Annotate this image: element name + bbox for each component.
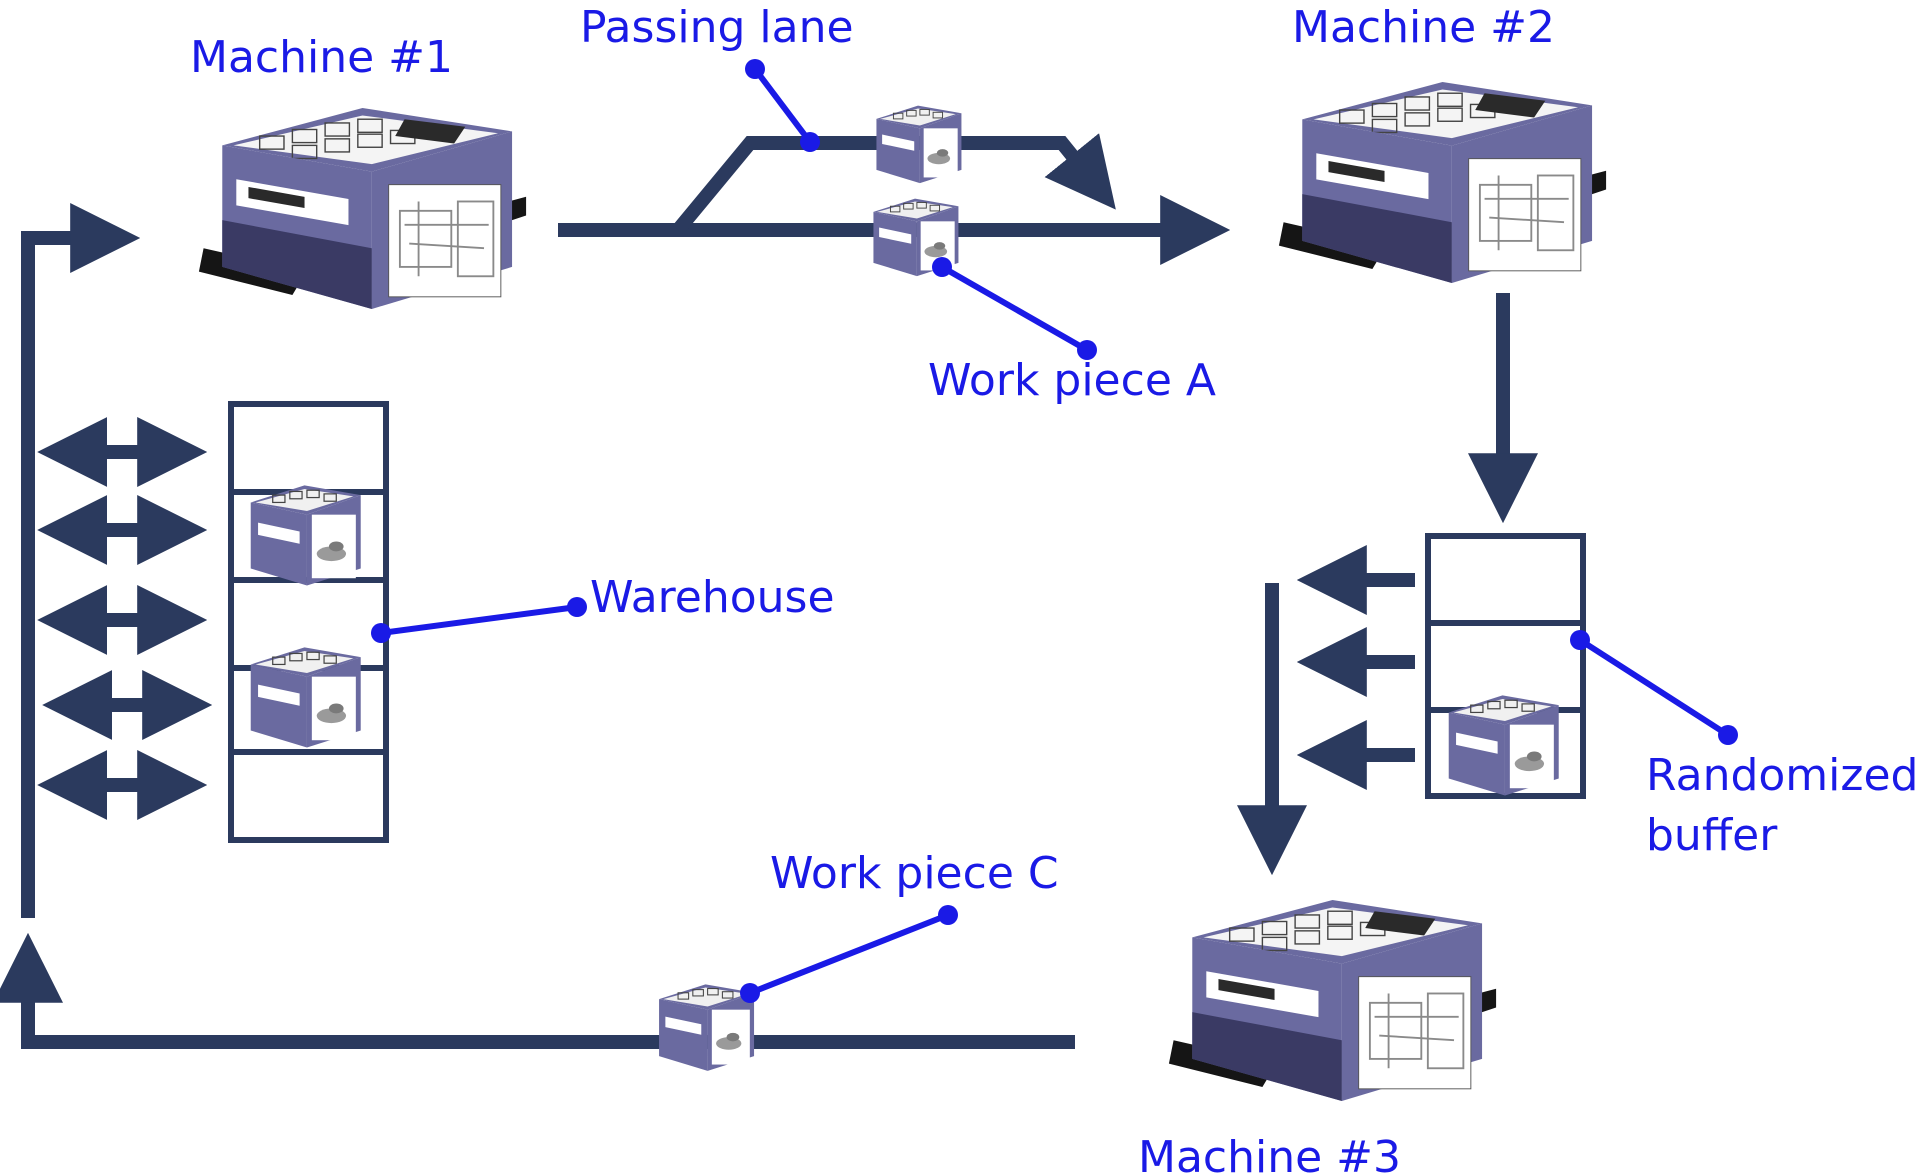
warehouse-label: Warehouse	[590, 572, 835, 623]
work-piece-c-icon	[658, 983, 755, 1072]
work-piece-icon	[1448, 694, 1560, 797]
machine1-label: Machine #1	[190, 32, 453, 83]
randomized-buffer-label-line1: Randomized	[1646, 750, 1919, 801]
randomized-buffer-callout	[1570, 630, 1738, 745]
work-piece-c-label: Work piece C	[770, 848, 1059, 899]
work-piece-a-label: Work piece A	[928, 355, 1216, 406]
machine3-label: Machine #3	[1138, 1132, 1401, 1175]
passing-lane-label: Passing lane	[580, 2, 854, 53]
work-piece-icon	[250, 484, 362, 587]
warehouse-rack	[228, 401, 389, 843]
passing-lane-callout	[745, 59, 820, 152]
work-piece-a-callout	[932, 257, 1097, 360]
machine3-icon	[1167, 900, 1498, 1103]
work-piece-icon	[875, 105, 963, 184]
work-piece-icon	[250, 646, 362, 749]
machine2-label: Machine #2	[1292, 2, 1555, 53]
work-piece-c-callout	[740, 905, 958, 1003]
machine1-icon	[197, 108, 528, 311]
randomized-buffer-label-line2: buffer	[1646, 810, 1778, 861]
left-up-track-arrow-icon	[21, 203, 141, 918]
machine2-icon	[1277, 82, 1608, 285]
return-track-arrow-icon	[0, 932, 1075, 1049]
warehouse-callout	[371, 597, 587, 643]
